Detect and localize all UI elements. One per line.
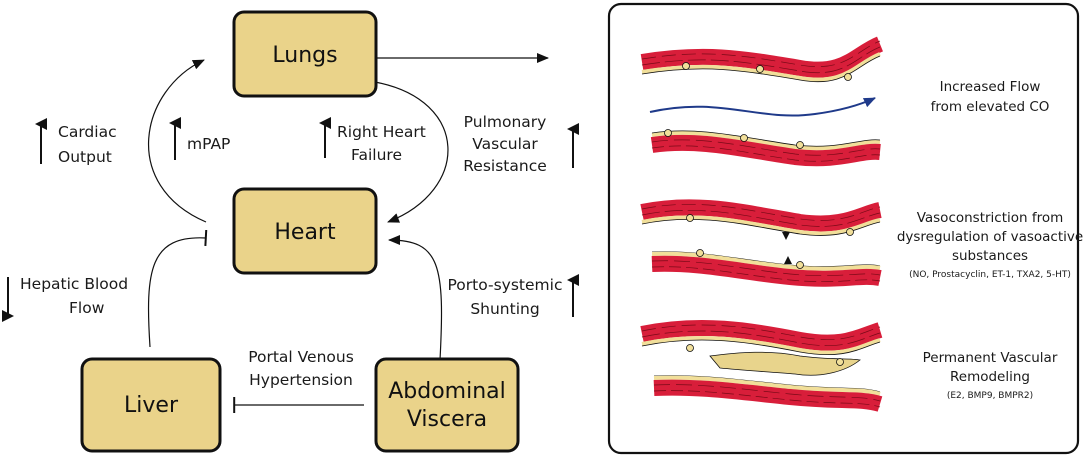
remodeling-detail: (E2, BMP9, BMPR2) (947, 391, 1033, 401)
vasoconstriction-label-line3: substances (952, 248, 1028, 264)
portal-hypertension-label-line2: Hypertension (249, 371, 353, 389)
pvr-label-line2: Vascular (472, 135, 538, 153)
remodeling-label-line1: Permanent Vascular (923, 350, 1058, 366)
hepatic-blood-flow-label-line1: Hepatic Blood (20, 275, 128, 293)
vasoconstriction-label-line1: Vasoconstriction from (917, 210, 1064, 226)
node-liver: Liver (80, 357, 222, 453)
vessel-pair-flow (640, 36, 884, 167)
arrow-heart-to-lungs (147, 59, 207, 223)
increased-flow-label-line2: from elevated CO (931, 99, 1050, 115)
cardiac-output-label-line1: Cardiac (58, 123, 117, 141)
vessel-pair-vasoconstriction (640, 199, 882, 287)
mpap-label: mPAP (187, 135, 230, 153)
node-viscera-label-line2: Viscera (407, 407, 487, 432)
shunting-label-line1: Porto-systemic (448, 276, 563, 294)
hepatic-blood-flow-label-line2: Flow (69, 299, 105, 317)
pathway-diagram: Lungs Heart Liver Abdominal Viscera Card… (2, 10, 579, 453)
vasoconstriction-label-line2: dysregulation of vasoactive (897, 229, 1083, 245)
node-lungs: Lungs (232, 10, 378, 98)
remodeling-label-line2: Remodeling (950, 369, 1030, 385)
node-lungs-label: Lungs (272, 43, 337, 68)
node-heart-label: Heart (274, 220, 336, 245)
node-abdominal-viscera: Abdominal Viscera (374, 357, 520, 453)
node-heart: Heart (232, 187, 378, 275)
inhibit-liver-to-heart (147, 229, 208, 348)
right-heart-failure-label-line1: Right Heart (337, 123, 426, 141)
node-viscera-label-line1: Abdominal (388, 379, 506, 404)
mechanisms-panel: Increased Flow from elevated CO Vasocons… (607, 2, 1083, 455)
increased-flow-arrow (649, 97, 876, 117)
right-heart-failure-label-line2: Failure (351, 146, 402, 164)
pvr-label-line1: Pulmonary (464, 113, 547, 131)
increased-flow-label-line1: Increased Flow (940, 79, 1041, 95)
arrow-lungs-to-heart (374, 81, 449, 223)
vasoconstriction-detail: (NO, Prostacyclin, ET-1, TXA2, 5-HT) (909, 270, 1071, 280)
pvr-label-line3: Resistance (463, 157, 547, 175)
portal-hypertension-label-line1: Portal Venous (248, 348, 354, 366)
node-liver-label: Liver (124, 393, 179, 418)
cardiac-output-label-line2: Output (58, 148, 112, 166)
arrow-viscera-to-heart (388, 235, 443, 361)
shunting-label-line2: Shunting (470, 300, 539, 318)
vessel-pair-remodeling (640, 320, 883, 412)
